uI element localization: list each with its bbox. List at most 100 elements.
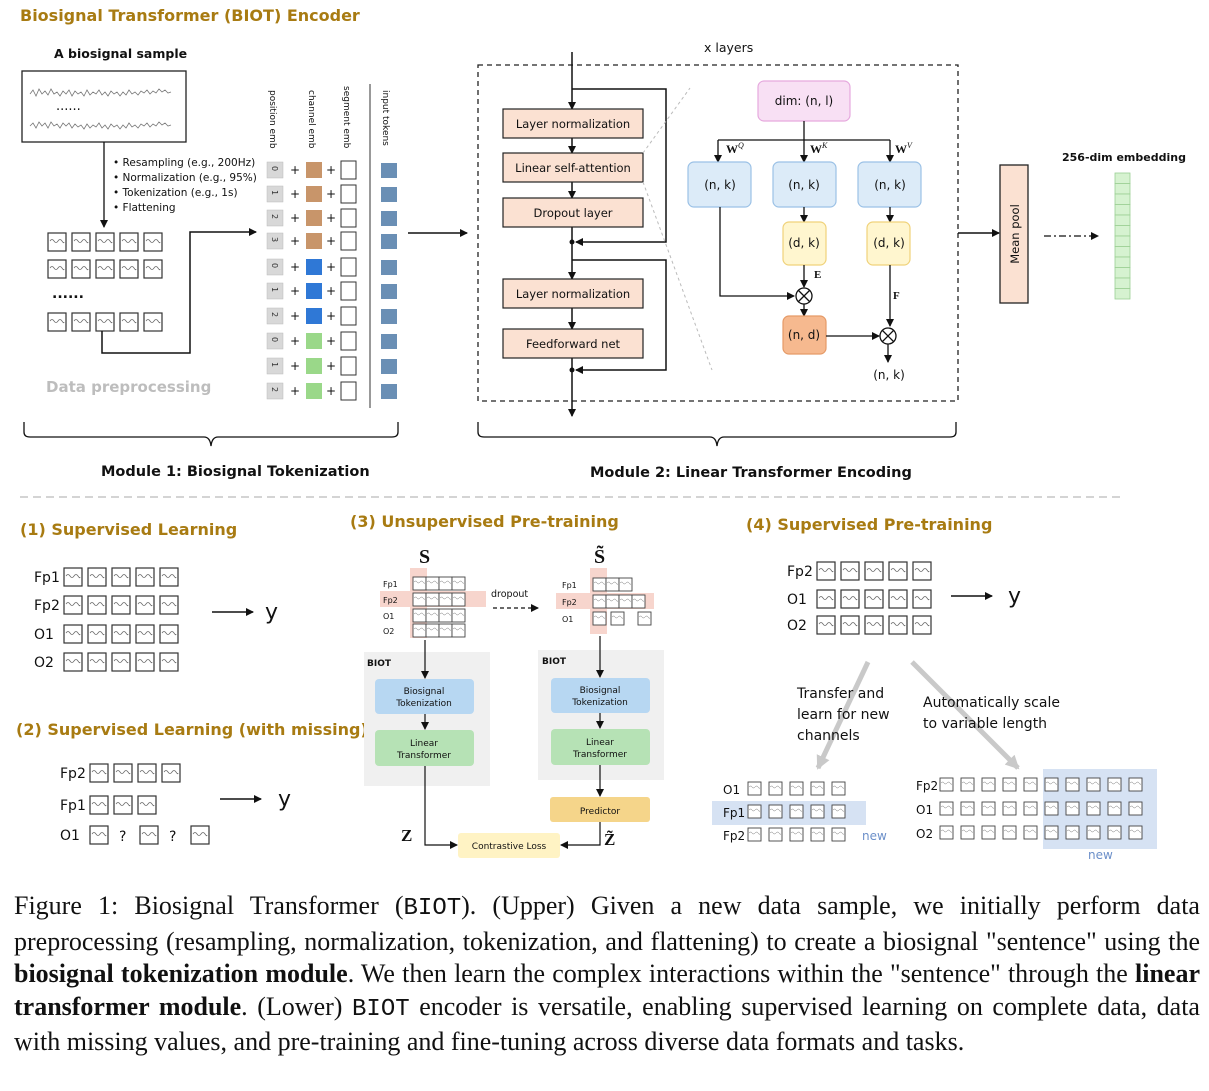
signal-token <box>137 763 157 783</box>
module2-title: Module 2: Linear Transformer Encoding <box>590 465 912 481</box>
embedding-row: 3++ <box>266 231 397 251</box>
signal-token <box>960 777 975 792</box>
v-box: (n, k) <box>857 161 922 208</box>
signal-token <box>939 825 954 840</box>
new-label-left: new <box>862 829 887 843</box>
sec3-title: (3) Unsupervised Pre-training <box>350 512 619 531</box>
svg-text:Biosignal: Biosignal <box>404 687 445 697</box>
signal-token <box>831 804 846 819</box>
plus-sign: + <box>290 187 300 201</box>
channel-label: O2 <box>34 655 54 671</box>
segment-emb <box>340 208 357 228</box>
transfer-line-2: learn for new <box>797 707 890 723</box>
feedforward-net: Feedforward net <box>502 328 644 359</box>
signal-token <box>840 615 860 635</box>
signal-token <box>592 577 607 592</box>
svg-text:Biosignal: Biosignal <box>580 686 621 696</box>
embedding-row: 2++ <box>266 208 397 228</box>
dropout-layer: Dropout layer <box>502 197 644 228</box>
signal-token <box>190 825 210 845</box>
embedding-row: 0++ <box>266 160 397 180</box>
channel-label: Fp2 <box>34 598 60 614</box>
svg-text:Layer normalization: Layer normalization <box>516 287 630 301</box>
channel-emb <box>306 308 322 324</box>
embedding-cell <box>1114 246 1131 258</box>
signal-token <box>1086 825 1101 840</box>
plus-sign: + <box>326 284 336 298</box>
signal-token <box>438 592 453 607</box>
signal-token <box>912 615 932 635</box>
svg-text:(n, k): (n, k) <box>788 178 820 192</box>
zoom-guide-top <box>642 87 691 154</box>
signal-token <box>1086 777 1101 792</box>
biosignal-sample-box <box>21 70 187 143</box>
split-lines <box>718 121 890 141</box>
channel-label: O1 <box>34 627 54 643</box>
plus-sign: + <box>326 359 336 373</box>
signal-token <box>1044 801 1059 816</box>
dropout-label: dropout <box>491 589 528 600</box>
channel-label: O2 <box>383 627 394 636</box>
caption-bold-2: linear transformer module <box>14 959 1201 1021</box>
signal-token <box>87 624 107 644</box>
svg-text:Transformer: Transformer <box>572 750 627 760</box>
col-segment-emb: segment emb <box>341 86 351 149</box>
signal-token <box>63 567 83 587</box>
svg-text:Predictor: Predictor <box>580 807 621 817</box>
new-label-right: new <box>1088 848 1113 862</box>
plus-sign: + <box>290 334 300 348</box>
signal-token <box>87 567 107 587</box>
channel-emb <box>306 210 322 226</box>
signal-token <box>816 589 836 609</box>
plus-sign: + <box>290 260 300 274</box>
input-token <box>381 334 397 349</box>
figure-caption: Figure 1: Biosignal Transformer (BIOT). … <box>14 891 1201 1056</box>
nd-box: (n, d) <box>782 315 827 355</box>
signal-token <box>768 827 783 842</box>
signal-token <box>161 763 181 783</box>
signal-token <box>888 561 908 581</box>
sample-label: A biosignal sample <box>54 46 187 61</box>
plus-sign: + <box>326 334 336 348</box>
signal-token <box>451 623 466 638</box>
svg-text:Linear: Linear <box>410 739 438 749</box>
signal-token <box>412 623 427 638</box>
signal-token <box>789 804 804 819</box>
preprocessing-label: Data preprocessing <box>46 378 211 396</box>
position-index: 3 <box>270 237 279 242</box>
signal-token <box>451 592 466 607</box>
signal-token <box>1065 801 1080 816</box>
signal-token <box>425 592 440 607</box>
signal-token <box>1128 777 1143 792</box>
input-token <box>381 309 397 324</box>
signal-token <box>1128 801 1143 816</box>
signal-token <box>113 763 133 783</box>
embedding-cell <box>1114 267 1131 279</box>
signal-token <box>438 576 453 591</box>
signal-trace-2 <box>29 121 172 130</box>
signal-token <box>1044 825 1059 840</box>
scale-line-2: to variable length <box>923 716 1047 732</box>
position-index: 2 <box>270 214 279 219</box>
signal-token <box>1107 825 1122 840</box>
channel-label: O1 <box>723 783 740 797</box>
signal-token <box>747 804 762 819</box>
svg-text:(n, k): (n, k) <box>704 178 736 192</box>
signal-token <box>89 763 109 783</box>
signal-token <box>89 795 109 815</box>
q-to-mult <box>719 207 795 300</box>
signal-token <box>111 567 131 587</box>
signal-token <box>618 577 633 592</box>
col-position-emb: position emb <box>267 90 277 149</box>
signal-token <box>747 827 762 842</box>
input-token <box>381 211 397 226</box>
signal-token <box>939 801 954 816</box>
signal-token <box>610 611 625 626</box>
signal-token <box>1002 825 1017 840</box>
input-token <box>381 187 397 202</box>
signal-token <box>1065 825 1080 840</box>
signal-token <box>831 781 846 796</box>
